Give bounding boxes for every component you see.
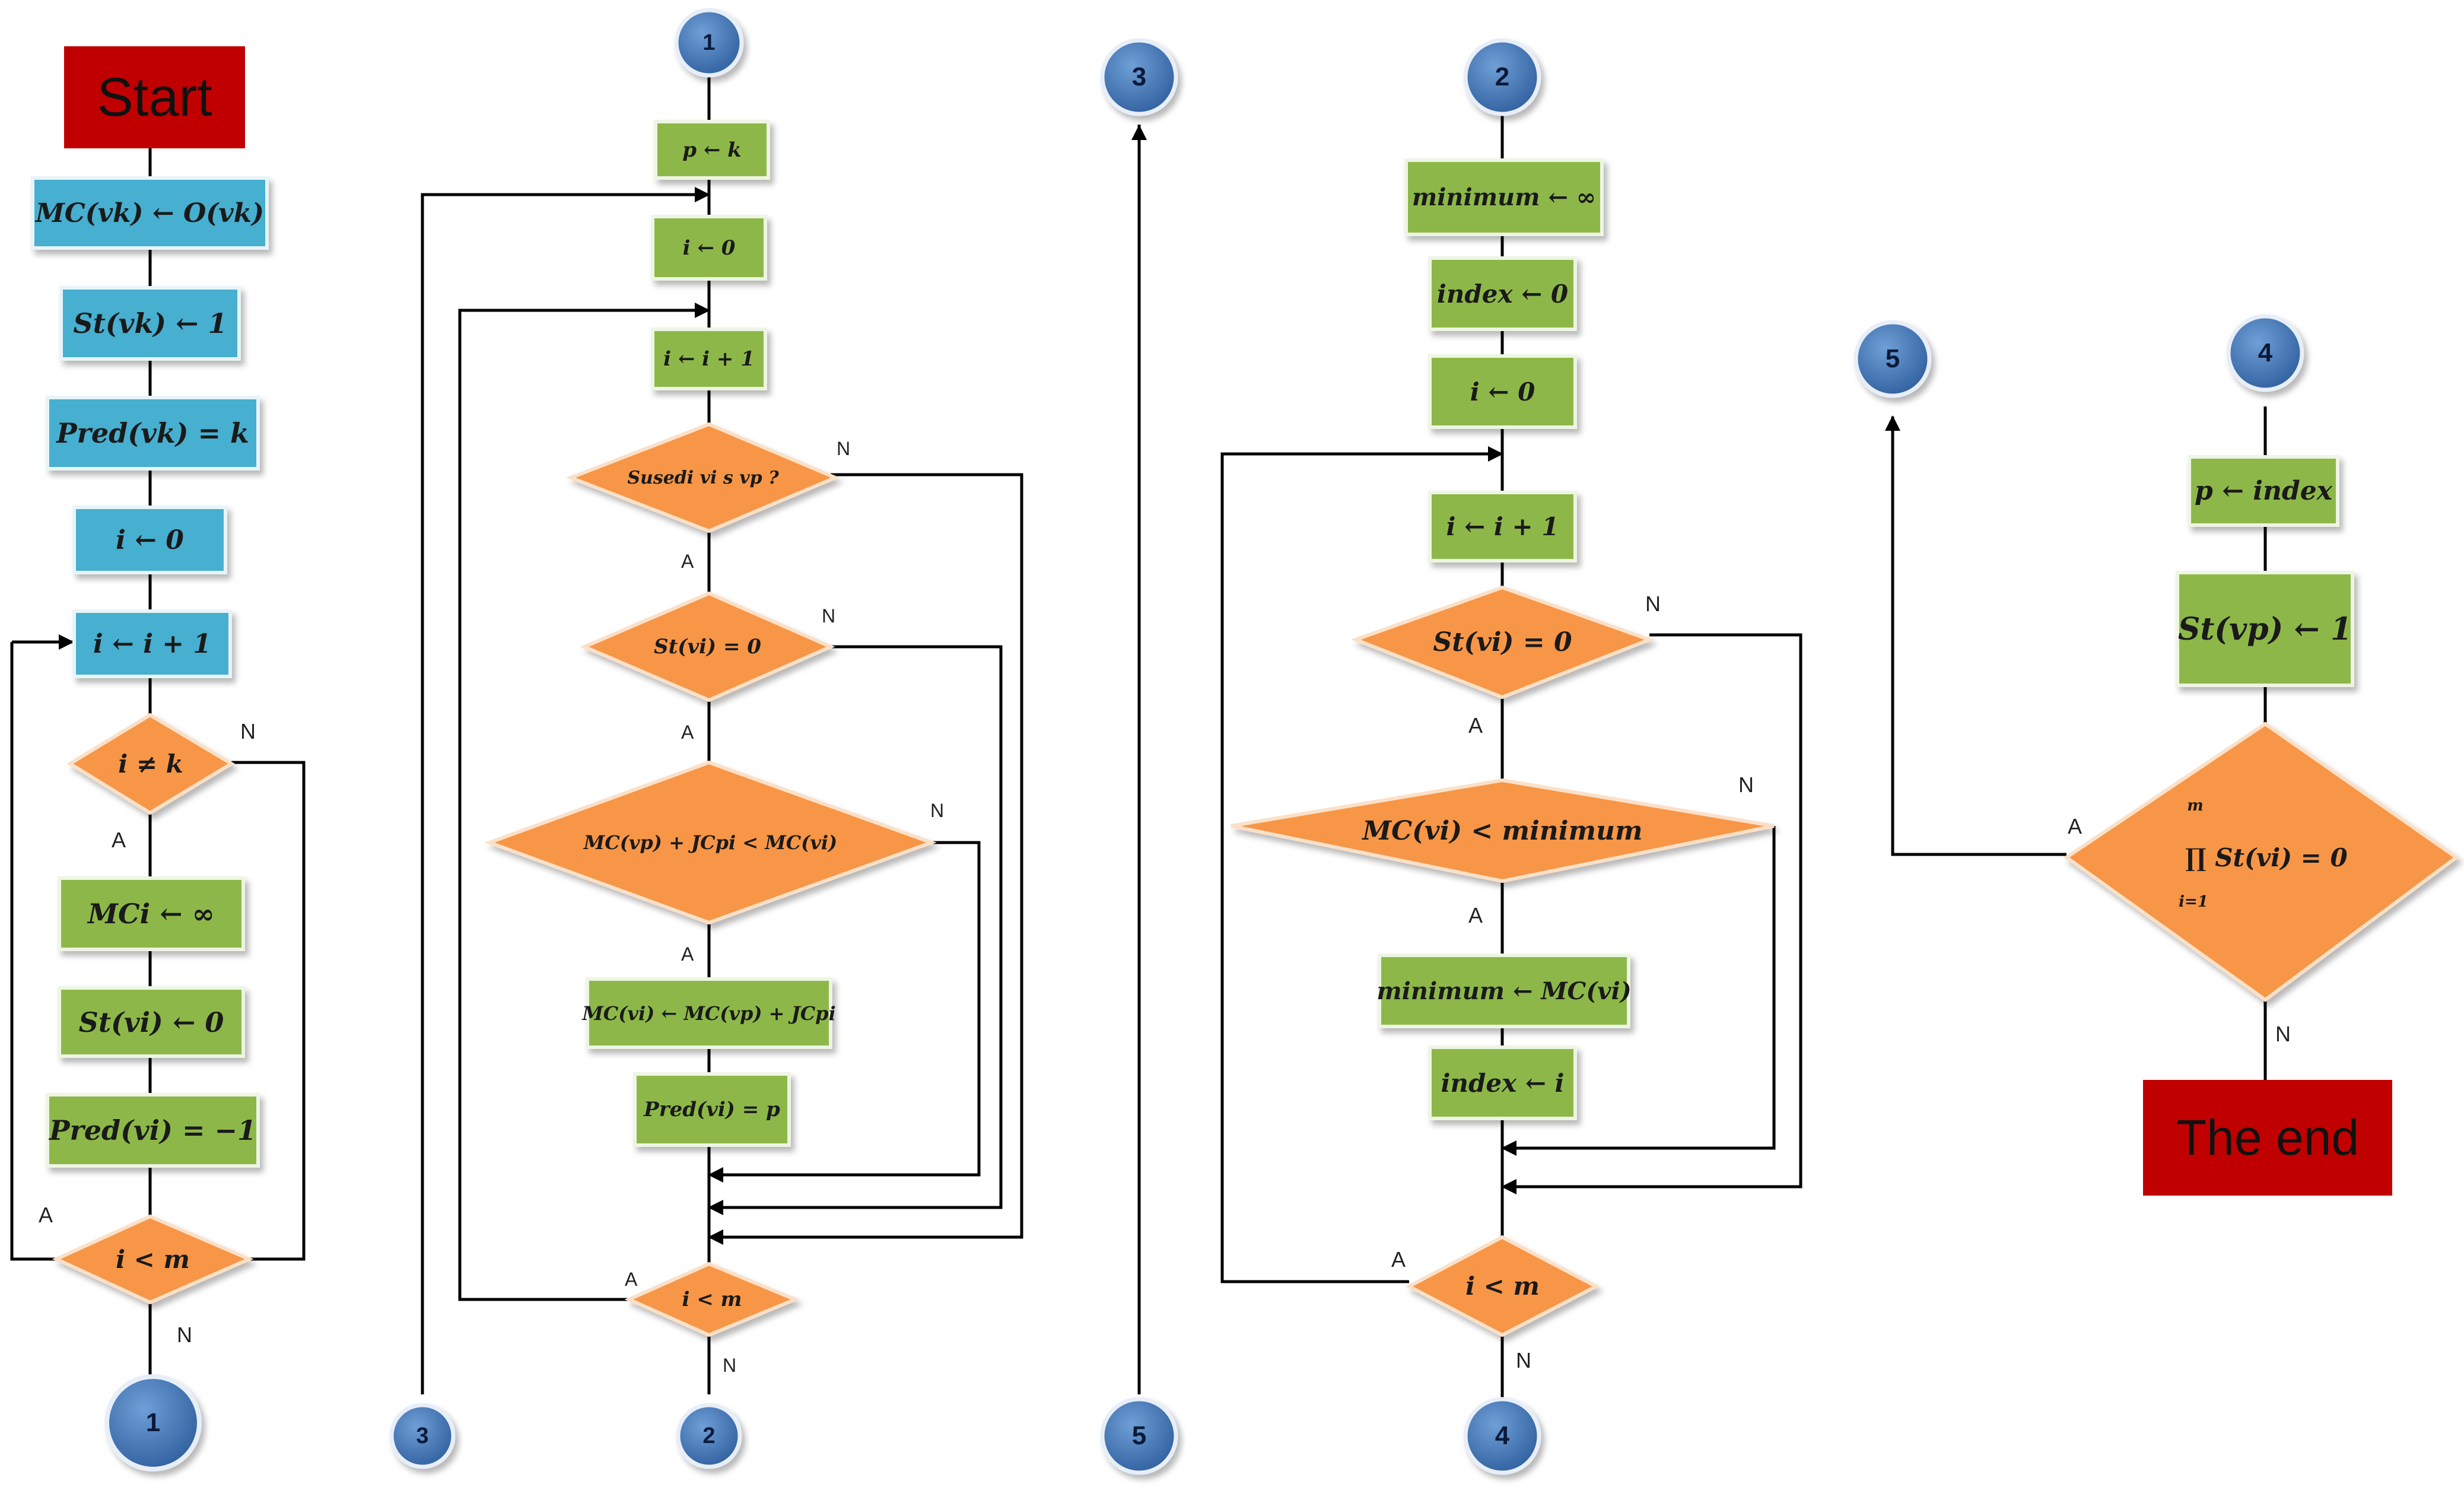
branch-label: N bbox=[1645, 592, 1661, 616]
branch-label: A bbox=[112, 828, 126, 852]
branch-label: N bbox=[822, 605, 836, 627]
branch-label: A bbox=[1468, 713, 1483, 738]
decision-st-vi-2 bbox=[580, 591, 835, 703]
end-terminal bbox=[2143, 1080, 2392, 1196]
process-i-zero bbox=[72, 506, 227, 574]
connector-4-out bbox=[1463, 1397, 1541, 1475]
process-i-zero-2 bbox=[651, 215, 767, 281]
connector-2-out bbox=[676, 1403, 742, 1469]
process-mc-update bbox=[586, 977, 832, 1049]
connector-5-bottom bbox=[1100, 1397, 1178, 1475]
process-i-inc-2 bbox=[651, 328, 767, 390]
process-minimum-mc bbox=[1378, 954, 1630, 1028]
decision-i-lt-m-1 bbox=[52, 1214, 254, 1305]
decision-product bbox=[2063, 722, 2460, 1002]
decision-i-lt-m-2 bbox=[624, 1261, 800, 1337]
branch-label: N bbox=[930, 800, 945, 821]
process-pred-vi bbox=[46, 1093, 260, 1168]
process-pred-vk bbox=[46, 396, 260, 471]
connector-4-in bbox=[2226, 314, 2304, 392]
decision-mc-lt-min bbox=[1231, 778, 1775, 884]
start-terminal bbox=[64, 46, 245, 148]
branch-label: A bbox=[681, 551, 694, 572]
branch-label: A bbox=[1468, 903, 1483, 927]
connector-5-left bbox=[1853, 320, 1932, 398]
branch-label: N bbox=[177, 1323, 192, 1347]
process-minimum-inf bbox=[1404, 158, 1604, 236]
branch-label: N bbox=[1516, 1348, 1531, 1372]
connector-1-in bbox=[674, 8, 744, 78]
decision-st-vi-4 bbox=[1350, 585, 1655, 700]
process-index-i bbox=[1428, 1045, 1577, 1120]
branch-label: A bbox=[625, 1269, 638, 1290]
branch-label: N bbox=[240, 719, 256, 743]
branch-label: A bbox=[681, 722, 694, 743]
decision-susedi bbox=[565, 422, 840, 533]
branch-label: N bbox=[1738, 773, 1754, 797]
process-i-zero-4 bbox=[1428, 354, 1577, 429]
branch-label: A bbox=[1391, 1247, 1406, 1272]
process-p-index bbox=[2188, 455, 2339, 527]
decision-i-lt-m-4 bbox=[1405, 1235, 1600, 1337]
process-st-vi-zero bbox=[58, 986, 245, 1058]
process-pred-p bbox=[633, 1072, 791, 1147]
branch-label: A bbox=[2068, 814, 2083, 838]
decision-i-neq-k bbox=[66, 713, 235, 815]
process-i-inc-4 bbox=[1428, 491, 1577, 562]
branch-label: A bbox=[39, 1203, 53, 1227]
process-st-vk bbox=[59, 286, 241, 361]
process-mc-vk bbox=[31, 176, 269, 250]
connector-2-in bbox=[1463, 38, 1541, 116]
process-index-zero bbox=[1428, 256, 1577, 331]
process-i-increment bbox=[72, 609, 232, 678]
branch-label: N bbox=[2275, 1022, 2291, 1046]
branch-label: N bbox=[837, 438, 851, 459]
decision-mc-compare bbox=[484, 760, 937, 925]
connector-1-out bbox=[104, 1374, 202, 1472]
process-st-vp bbox=[2176, 571, 2354, 687]
connector-3-top bbox=[1100, 38, 1178, 116]
process-p-k bbox=[654, 120, 770, 180]
branch-label: A bbox=[681, 943, 694, 965]
process-mci-inf bbox=[58, 876, 245, 951]
branch-label: N bbox=[723, 1355, 737, 1376]
connector-3-left bbox=[389, 1403, 456, 1469]
